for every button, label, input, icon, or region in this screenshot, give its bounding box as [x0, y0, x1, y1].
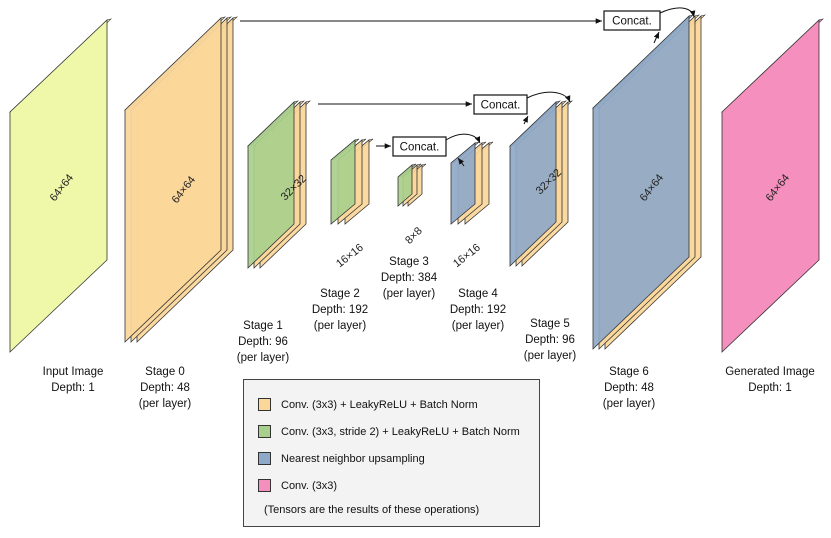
concat-box-middle: Concat.	[473, 94, 528, 115]
caption-stage3-line: (per layer)	[382, 288, 436, 300]
concat-box-top: Concat.	[603, 10, 661, 31]
stage2-size-label: 16×16	[334, 242, 366, 270]
stage3-size-label: 8×8	[403, 225, 425, 247]
caption-stage4-line: (per layer)	[451, 320, 505, 332]
caption-stage2: Stage 2 Depth: 192 (per layer)	[302, 286, 378, 334]
caption-stage4-line: Depth: 192	[449, 304, 507, 316]
caption-stage1: Stage 1 Depth: 96 (per layer)	[228, 318, 298, 366]
legend-label: Conv. (3x3, stride 2) + LeakyReLU + Batc…	[281, 426, 520, 438]
caption-stage2-line: Depth: 192	[311, 304, 369, 316]
stage4-tensor-layer	[450, 141, 480, 225]
concat-label: Concat.	[481, 100, 521, 112]
legend-label: Conv. (3x3)	[281, 480, 338, 492]
caption-stage1-line: Stage 1	[243, 320, 283, 332]
concat-label: Concat.	[612, 16, 652, 28]
caption-stage4-line: Stage 4	[458, 288, 498, 300]
stage0-tensor-layer	[123, 16, 227, 343]
stage1-tensor-layer	[246, 100, 300, 269]
caption-stage6-line: Depth: 48	[604, 382, 654, 394]
caption-stage5-line: (per layer)	[523, 350, 577, 362]
concat-label: Concat.	[400, 142, 440, 154]
upsample-arrow-top	[653, 31, 660, 44]
concat-out-arrow-top	[659, 7, 696, 18]
legend-item-conv-stride: Conv. (3x3, stride 2) + LeakyReLU + Batc…	[258, 424, 520, 440]
caption-stage6: Stage 6 Depth: 48 (per layer)	[594, 364, 664, 412]
legend-swatch-conv	[258, 398, 271, 411]
legend-item-conv-final: Conv. (3x3)	[258, 478, 337, 494]
legend-item-upsample: Nearest neighbor upsampling	[258, 451, 425, 467]
stage2-tensor-layer	[330, 138, 360, 225]
caption-stage0: Stage 0 Depth: 48 (per layer)	[130, 364, 200, 412]
upsample-arrow-middle	[522, 115, 529, 125]
generated-image-tensor	[720, 18, 825, 353]
caption-stage0-line: Stage 0	[145, 366, 185, 378]
caption-stage4: Stage 4 Depth: 192 (per layer)	[440, 286, 516, 334]
concat-out-arrow-bottom	[445, 133, 481, 144]
caption-output: Generated Image Depth: 1	[710, 364, 830, 396]
caption-stage1-line: Depth: 96	[238, 336, 288, 348]
caption-stage6-line: (per layer)	[602, 398, 656, 410]
legend-swatch-conv-final	[258, 479, 271, 492]
caption-input: Input Image Depth: 1	[18, 364, 128, 396]
concat-box-bottom: Concat.	[392, 136, 447, 157]
stage4-size-label: 16×16	[451, 242, 483, 270]
legend-label: Conv. (3x3) + LeakyReLU + Batch Norm	[281, 399, 478, 411]
caption-stage5-line: Stage 5	[530, 318, 570, 330]
caption-output-line: Generated Image	[725, 366, 815, 378]
caption-output-line: Depth: 1	[748, 382, 792, 394]
caption-stage2-line: Stage 2	[320, 288, 360, 300]
legend-swatch-conv-stride	[258, 425, 271, 438]
caption-stage5-line: Depth: 96	[525, 334, 575, 346]
caption-stage6-line: Stage 6	[609, 366, 649, 378]
caption-stage1-line: (per layer)	[236, 352, 290, 364]
legend-label: Nearest neighbor upsampling	[281, 453, 425, 465]
caption-stage2-line: (per layer)	[313, 320, 367, 332]
concat-out-arrow-middle	[526, 91, 571, 103]
stage6-tensor-layer	[591, 14, 695, 350]
legend-note: (Tensors are the results of these operat…	[264, 504, 480, 516]
caption-input-line: Depth: 1	[51, 382, 95, 394]
caption-stage0-line: (per layer)	[138, 398, 192, 410]
legend-box: Conv. (3x3) + LeakyReLU + Batch Norm Con…	[243, 379, 540, 527]
stage3-tensor-layer	[397, 163, 417, 207]
caption-stage3-line: Stage 3	[389, 256, 429, 268]
caption-stage0-line: Depth: 48	[140, 382, 190, 394]
legend-item-conv: Conv. (3x3) + LeakyReLU + Batch Norm	[258, 397, 478, 413]
upsample-arrow-bottom	[457, 157, 465, 167]
caption-stage3-line: Depth: 384	[380, 272, 438, 284]
legend-swatch-upsample	[258, 452, 271, 465]
caption-stage3: Stage 3 Depth: 384 (per layer)	[371, 254, 447, 302]
caption-input-line: Input Image	[42, 366, 104, 378]
caption-stage5: Stage 5 Depth: 96 (per layer)	[512, 316, 588, 364]
stage5-tensor-layer	[508, 100, 562, 267]
input-image-tensor	[8, 18, 113, 353]
